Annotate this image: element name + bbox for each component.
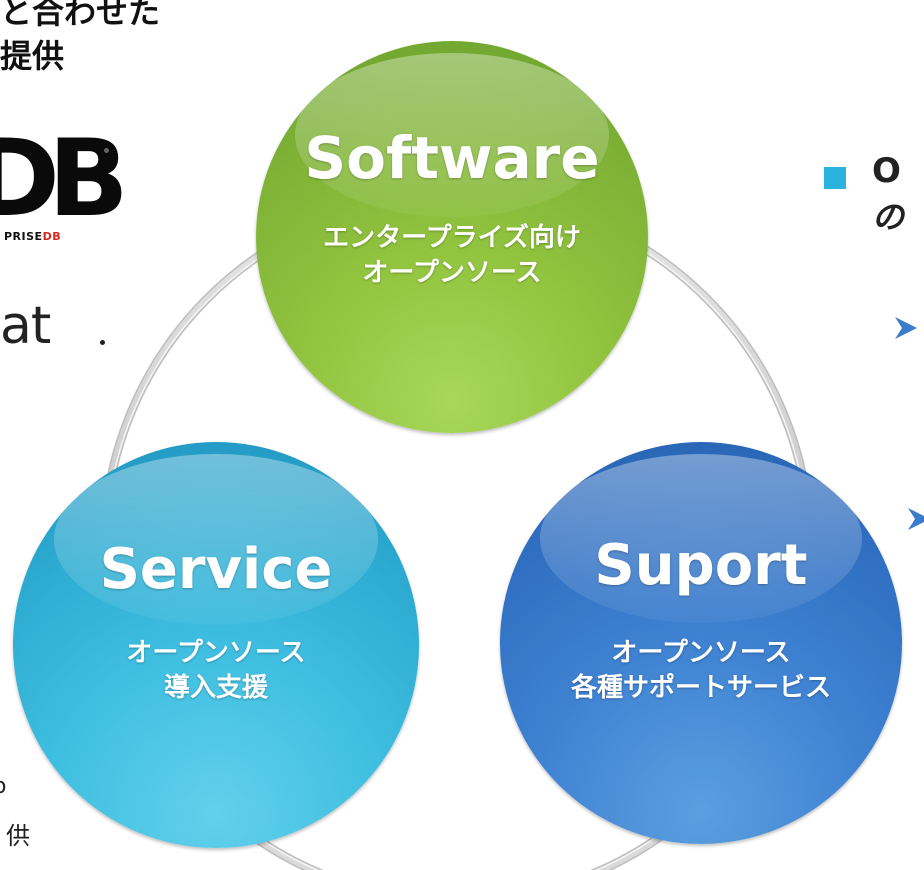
support-description-line-1: オープンソース: [611, 638, 791, 668]
enterprisedb-logo-mark: DB: [0, 117, 129, 240]
software-description-line-2: オープンソース: [362, 258, 542, 289]
redhat-logo: at: [0, 300, 105, 352]
arrow-bullet-icon: [908, 508, 924, 530]
left-fragment-text-2: 供: [6, 822, 30, 850]
left-heading-line-2: 提供: [0, 37, 65, 75]
service-circle: Service オープンソース 導入支援: [13, 442, 419, 848]
support-circle: Suport オープンソース 各種サポートサービス: [500, 442, 902, 844]
right-heading-line-1: O: [872, 151, 901, 191]
trademark-dot: [104, 148, 109, 153]
service-description: オープンソース 導入支援: [13, 636, 419, 706]
software-circle-gloss: [295, 52, 609, 218]
left-heading-line-1: と合わせた: [0, 0, 161, 31]
logo-dot: [100, 340, 105, 345]
service-description-line-1: オープンソース: [126, 638, 306, 668]
service-description-line-2: 導入支援: [163, 673, 268, 704]
service-title: Service: [99, 537, 333, 602]
square-bullet-icon: [824, 167, 846, 189]
software-circle: Software エンタープライズ向け オープンソース: [256, 41, 648, 433]
support-title: Suport: [594, 533, 808, 598]
support-description: オープンソース 各種サポートサービス: [500, 636, 902, 706]
service-circle-gloss: [53, 454, 379, 625]
support-circle-gloss: [540, 454, 862, 623]
enterprisedb-logo: DB PRISEDB: [0, 126, 132, 248]
redhat-logo-text: at: [0, 296, 51, 356]
right-heading-line-2: の: [872, 198, 905, 236]
left-fragment-text-1: o: [0, 774, 6, 799]
arrow-bullet-icon: [895, 317, 917, 339]
support-description-line-2: 各種サポートサービス: [570, 673, 831, 704]
software-description: エンタープライズ向け オープンソース: [256, 221, 648, 291]
enterprisedb-logo-wordmark: PRISEDB: [4, 230, 62, 243]
software-title: Software: [304, 124, 600, 192]
software-description-line-1: エンタープライズ向け: [323, 223, 581, 253]
